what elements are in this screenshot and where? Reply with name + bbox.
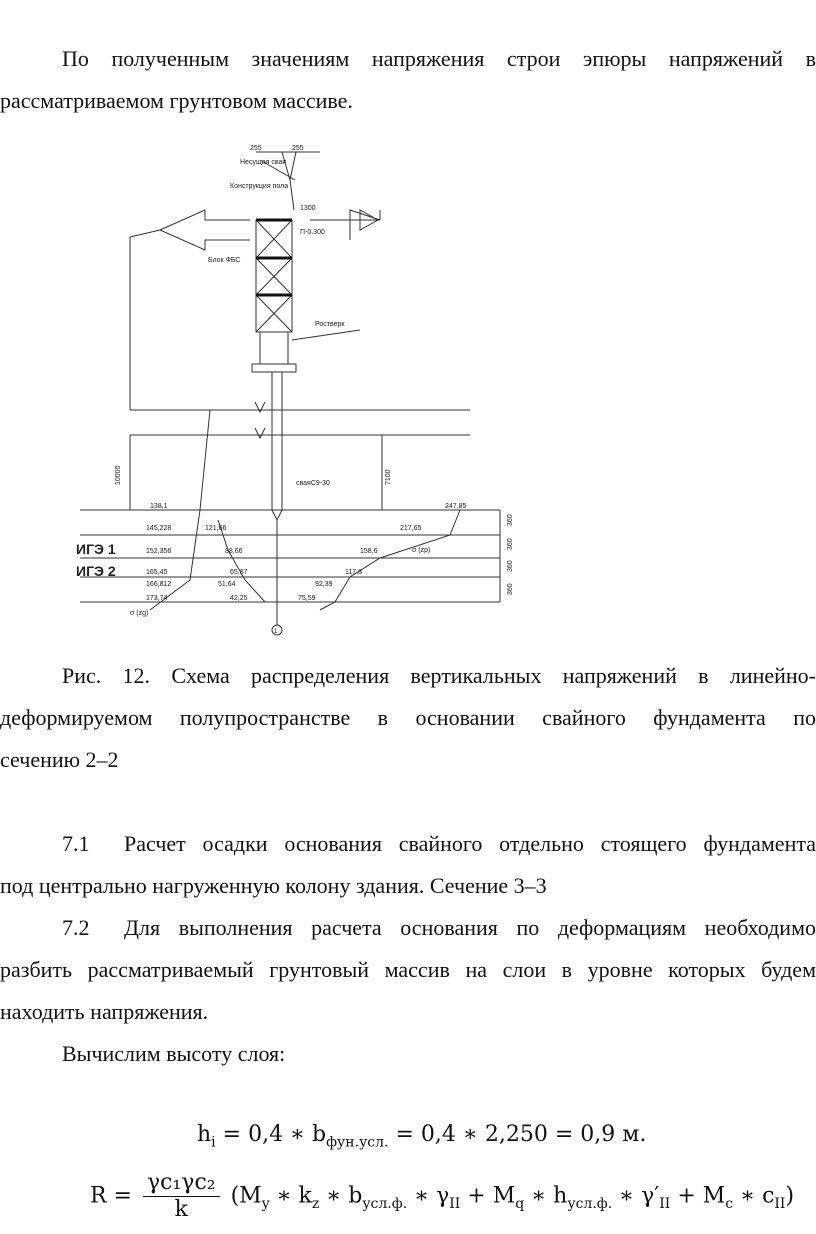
sigma-zg-value: 145,228: [146, 525, 171, 532]
layer-dim: 360: [507, 514, 514, 526]
label-pile-mark: сваяС9-30: [296, 480, 330, 487]
label-struct: Конструкция пола: [230, 183, 288, 190]
sigma-mid-value: 42,25: [230, 595, 248, 602]
label-dim-left: 10000: [115, 465, 122, 485]
label-axis: 1: [274, 629, 278, 635]
sigma-zg-value: 152,356: [146, 548, 171, 555]
sigma-zg-value: 138,1: [150, 503, 168, 510]
section-72-line-3: находить напряжения.: [0, 999, 209, 1024]
sigma-zg-value: 173,74: [146, 595, 168, 602]
sigma-zp-value: 158,6: [360, 548, 378, 555]
intro-line-2: рассматриваемом грунтовом массиве.: [0, 88, 353, 113]
label-ige2: ИГЭ 2: [76, 563, 116, 579]
label-mark2: П-0.300: [300, 229, 325, 236]
sigma-zp-value: 75,59: [298, 595, 316, 602]
sigma-mid-value: 65,87: [230, 569, 248, 576]
sigma-mid-value: 121,66: [205, 525, 227, 532]
section-71-line-1: Расчет осадки основания свайного отдельн…: [124, 831, 816, 856]
sigma-zp-value: 217,65: [400, 525, 422, 532]
label-pile: Несущая свая: [240, 159, 286, 166]
caption-line-2: деформируемом полупространстве в основан…: [0, 705, 816, 730]
section-72-line-1: Для выполнения расчета основания по дефо…: [124, 915, 816, 940]
sigma-zp-value: 92,39: [315, 581, 333, 588]
caption-line-3: сечению 2–2: [0, 747, 119, 772]
formula-layer-height: hi = 0,4 ∗ bфун.усл. = 0,4 ∗ 2,250 = 0,9…: [197, 1122, 647, 1151]
stress-diagram: Несущая свая Конструкция пола Блок ФБС Р…: [76, 145, 514, 636]
label-mark1: 1300: [300, 205, 316, 212]
section-71-line-2: под центрально нагруженную колону здания…: [0, 873, 547, 898]
sigma-zg-value: 166,812: [146, 581, 171, 588]
label-block: Блок ФБС: [208, 257, 240, 264]
label-ige1: ИГЭ 1: [76, 541, 116, 557]
sigma-mid-value: 51,64: [218, 581, 236, 588]
sigma-zp-value: 247,85: [445, 503, 467, 510]
label-dim-top-l: 255: [250, 145, 262, 152]
label-sigma-fp: σ (zр): [412, 547, 430, 554]
sigma-zp-value: 117,8: [345, 569, 362, 576]
section-72-line-2: разбить рассматриваемый грунтовый массив…: [0, 957, 816, 982]
calc-intro: Вычислим высоту слоя:: [62, 1041, 286, 1066]
sigma-zg-value: 165,45: [146, 569, 168, 576]
layer-dim: 360: [507, 538, 514, 550]
label-sigma-zg: σ (zg): [130, 610, 148, 617]
layer-dim: 360: [507, 583, 514, 595]
label-dim-top-r: 255: [292, 145, 304, 152]
sigma-mid-value: 88,66: [225, 548, 243, 555]
label-grillage: Ростверк: [315, 321, 345, 328]
intro-line-1: По полученным значениям напряжения строи…: [62, 46, 816, 71]
section-71-num: 7.1: [62, 831, 90, 856]
label-dim-right: 7100: [385, 469, 392, 485]
caption-line-1: Рис. 12. Схема распределения вертикальны…: [62, 663, 816, 688]
layer-dim: 360: [507, 560, 514, 572]
section-72-num: 7.2: [62, 915, 90, 940]
